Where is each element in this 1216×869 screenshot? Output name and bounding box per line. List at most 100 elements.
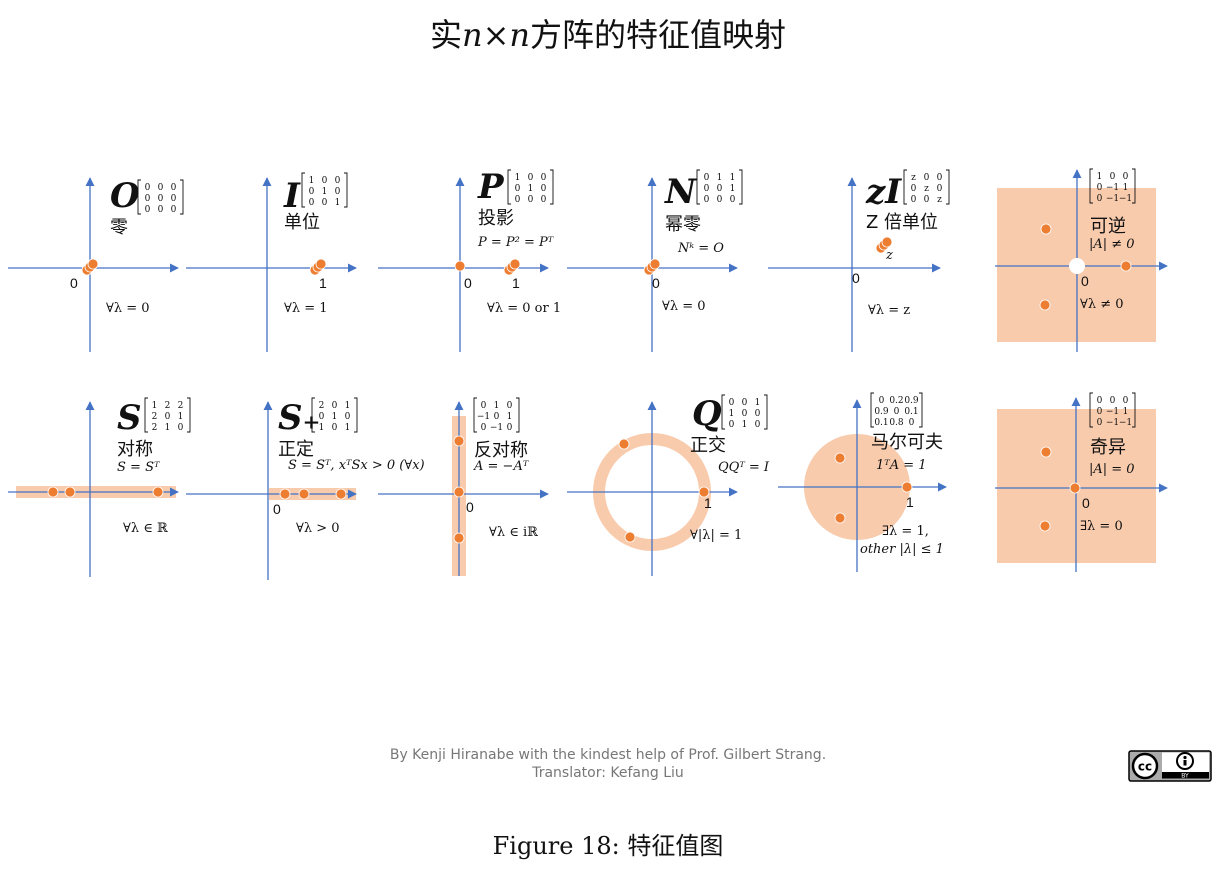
scalar-matrix-cell: 0 <box>911 184 917 194</box>
antisymmetric-matrix-cell: 0 <box>507 401 513 411</box>
antisymmetric-matrix-bracket-left <box>473 397 477 433</box>
projection-matrix-bracket-left <box>507 169 511 205</box>
scalar-matrix-cell: z <box>937 195 942 205</box>
markov-matrix-cell: 0.8 <box>889 418 904 428</box>
posdef-matrix-cell: 1 <box>332 412 338 422</box>
symmetric-label: 对称 <box>117 439 153 460</box>
projection-matrix-bracket-right <box>550 169 554 205</box>
markov-matrix-cell: 0.9 <box>874 407 889 417</box>
projection-matrix-cell: 0 <box>541 195 547 205</box>
scalar-tick-0: 0 <box>852 270 860 286</box>
orthogonal-matrix-cell: 0 <box>729 420 735 430</box>
orthogonal-symbol: Q <box>692 394 722 434</box>
singular-matrix-bracket-right <box>1132 392 1136 428</box>
identity-matrix-cell: 0 <box>335 176 341 186</box>
invertible-matrix-cell: 0 <box>1123 172 1129 182</box>
antisymmetric-matrix-cell: −1 <box>477 412 490 422</box>
projection-equation: P = P² = Pᵀ <box>477 235 554 250</box>
identity-matrix-cell: 1 <box>335 198 341 208</box>
invertible-matrix-cell: −1 <box>1106 194 1119 204</box>
projection-matrix-cell: 1 <box>515 173 521 183</box>
identity-tick-0: 1 <box>319 275 327 291</box>
nilpotent-matrix-bracket-right <box>739 169 743 205</box>
projection-eigenvalue-point-3 <box>509 258 521 270</box>
scalar-label: Z 倍单位 <box>866 212 938 233</box>
credit-line2: Translator: Kefang Liu <box>532 765 684 781</box>
orthogonal-label: 正交 <box>690 435 726 456</box>
title-times: × <box>482 16 510 54</box>
markov-matrix-cell: 0.2 <box>889 396 903 406</box>
invertible-matrix-cell: 1 <box>1097 172 1103 182</box>
symmetric-matrix-cell: 1 <box>152 401 158 411</box>
invertible-eigenvalue-point-1 <box>1120 260 1132 272</box>
cc-by-license-badge: cc BY <box>1128 750 1212 782</box>
orthogonal-matrix-cell: 0 <box>755 420 761 430</box>
posdef-matrix-cell: 1 <box>345 423 351 433</box>
scalar-matrix-cell: 0 <box>937 173 943 183</box>
title-post: 方阵的特征值映射 <box>530 16 787 54</box>
posdef-eigenvalue-point-2 <box>335 488 347 500</box>
antisymmetric-matrix-cell: −1 <box>490 423 503 433</box>
projection-matrix-cell: 0 <box>528 173 534 183</box>
projection-matrix-cell: 0 <box>541 184 547 194</box>
singular-matrix-cell: −1 <box>1106 407 1119 417</box>
invertible-eigenvalue-point-2 <box>1039 299 1051 311</box>
posdef-matrix-cell: 0 <box>332 401 338 411</box>
singular-matrix-cell: 0 <box>1097 396 1103 406</box>
projection-matrix-cell: 0 <box>515 184 521 194</box>
singular-matrix-cell: 0 <box>1097 418 1103 428</box>
projection-eigenvalue-point-0 <box>454 260 466 272</box>
singular-matrix-cell: 0 <box>1097 407 1103 417</box>
nilpotent-matrix-cell: 0 <box>704 173 710 183</box>
orthogonal-eigenvalue-point-2 <box>624 531 636 543</box>
markov-matrix-cell: 0.9 <box>904 396 919 406</box>
singular-matrix-cell: −1 <box>1106 418 1119 428</box>
axes-layer <box>8 169 1168 580</box>
symmetric-matrix-bracket-right <box>187 397 191 433</box>
markov-lambda-text-2: other |λ| ≤ 1 <box>860 542 944 557</box>
projection-matrix-cell: 0 <box>541 173 547 183</box>
scalar-matrix-cell: 0 <box>924 173 930 183</box>
invertible-matrix-cell: 1 <box>1123 183 1129 193</box>
symmetric-matrix-cell: 2 <box>152 412 158 422</box>
zero-matrix-cell: 0 <box>145 194 151 204</box>
zero-matrix-cell: 0 <box>158 194 164 204</box>
orthogonal-matrix-cell: 0 <box>755 409 761 419</box>
orthogonal-matrix-cell: 0 <box>742 409 748 419</box>
scalar-lambda-text: ∀λ = z <box>868 303 910 318</box>
singular-equation: |A| = 0 <box>1089 462 1135 477</box>
symmetric-lambda-text: ∀λ ∈ ℝ <box>123 521 169 536</box>
identity-matrix-cell: 0 <box>335 187 341 197</box>
scalar-matrix-cell: 0 <box>937 184 943 194</box>
markov-eigenvalue-point-1 <box>901 481 913 493</box>
markov-matrix-bracket-left <box>870 392 874 428</box>
symmetric-matrix-cell: 0 <box>178 423 184 433</box>
posdef-matrix-cell: 1 <box>319 423 325 433</box>
symmetric-symbol: S <box>117 398 142 438</box>
invertible-matrix-cell: 0 <box>1110 172 1116 182</box>
invertible-eigenvalue-point-0 <box>1040 223 1052 235</box>
singular-eigenvalue-point-2 <box>1039 520 1051 532</box>
identity-matrix-cell: 0 <box>322 198 328 208</box>
orthogonal-matrix-bracket-right <box>764 394 768 430</box>
nilpotent-matrix-cell: 0 <box>704 195 710 205</box>
singular-matrix-cell: 0 <box>1123 396 1129 406</box>
markov-lambda-text: ∃λ = 1, <box>882 524 929 539</box>
antisymmetric-matrix-cell: 0 <box>494 412 500 422</box>
symmetric-matrix-cell: 1 <box>178 412 184 422</box>
identity-matrix-cell: 1 <box>322 187 328 197</box>
identity-symbol: I <box>283 176 301 216</box>
orthogonal-matrix-cell: 1 <box>755 398 761 408</box>
invertible-matrix-bracket-right <box>1132 168 1136 204</box>
identity-lambda-text: ∀λ = 1 <box>284 301 328 316</box>
antisymmetric-eigenvalue-point-1 <box>453 486 465 498</box>
invertible-matrix-bracket-left <box>1089 168 1093 204</box>
zero-matrix-cell: 0 <box>158 183 164 193</box>
